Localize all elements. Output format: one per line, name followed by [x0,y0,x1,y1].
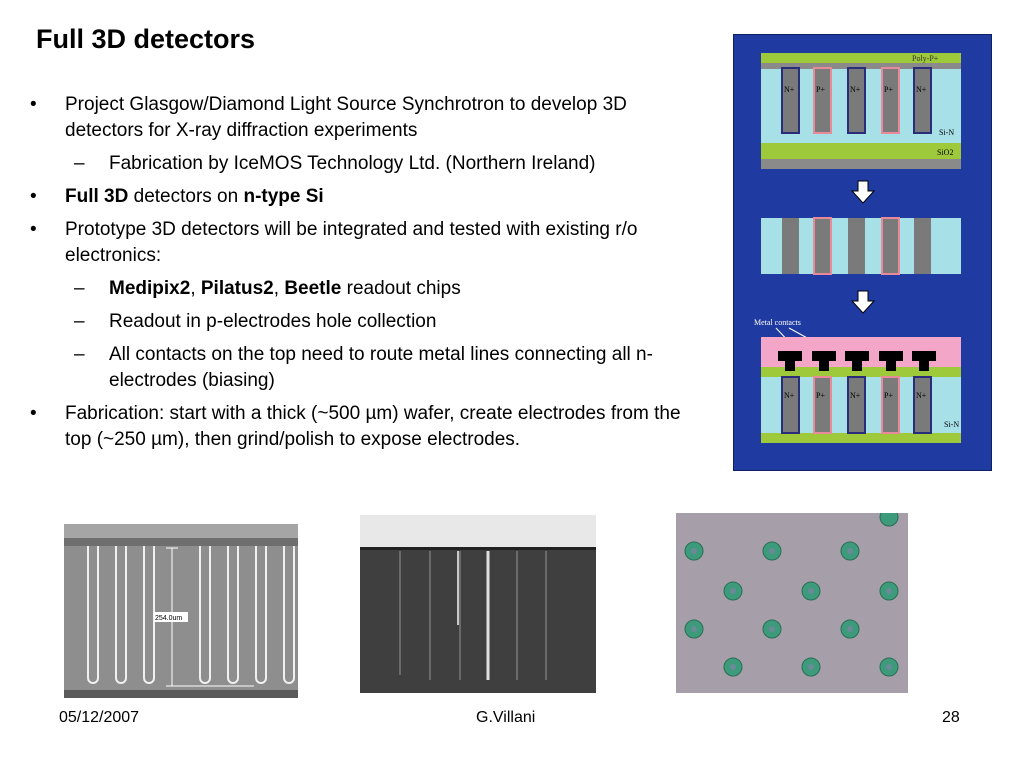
metal-contact [852,361,862,371]
metal-contact [919,361,929,371]
fabrication-diagram: Poly-P+ N+ P+ N+ P+ N+ Si-N SiO2 Metal c… [733,34,992,471]
footer-page-number: 28 [942,709,960,726]
metal-contact [812,351,836,361]
electrode-label: P+ [884,85,893,94]
dash-mark: – [74,153,85,174]
bullet-item: • Project Glasgow/Diamond Light Source S… [30,92,710,144]
sub-bullet-item: – Fabrication by IceMOS Technology Ltd. … [30,151,710,177]
separator: , [190,278,201,299]
bullet-text: Fabrication: start with a thick (~500 µm… [65,403,681,450]
bullet-mark: • [30,186,37,207]
metal-contact [819,361,829,371]
electrode-label: P+ [884,391,893,400]
sem-cross-section-photo: 254.0um [64,524,298,698]
n-electrode [847,376,866,434]
footer-date: 05/12/2007 [59,709,140,726]
stage1-poly-layer [761,53,961,63]
electrode-label: P+ [816,85,825,94]
sio2-label: SiO2 [937,148,953,157]
bullet-item: • Prototype 3D detectors will be integra… [30,217,710,269]
bullet-mark: • [30,94,37,115]
n-electrode [782,218,799,274]
n-electrode [847,67,866,134]
si-n-label: Si-N [939,128,954,137]
bullet-item: • Fabrication: start with a thick (~500 … [30,401,710,453]
footer-author: G.Villani [476,709,536,726]
slide-title: Full 3D detectors [36,24,256,54]
metal-contact [845,351,869,361]
electrode-label: N+ [850,391,861,400]
measure-label: 254.0um [155,615,182,622]
sub-bullet-item: – All contacts on the top need to route … [30,342,710,394]
p-electrode [813,217,832,275]
sub-bullet-text: readout chips [341,278,461,299]
stage3-base-layer [761,433,961,443]
bullet-list: • Project Glasgow/Diamond Light Source S… [30,92,710,460]
stage1-sio2-layer [761,143,961,159]
p-electrode [881,376,900,434]
n-electrode [913,376,932,434]
n-electrode [781,376,800,434]
bullet-text: Prototype 3D detectors will be integrate… [65,219,638,266]
p-electrode [813,376,832,434]
electrode-label: N+ [916,391,927,400]
chip-name: Beetle [284,278,342,299]
down-arrow-icon [850,290,876,314]
dash-mark: – [74,278,85,299]
bullet-bold-text: Full 3D [65,186,129,207]
separator: , [273,278,285,299]
electrode-label: N+ [784,85,795,94]
chip-name: Medipix2 [109,278,191,299]
electrode-label: N+ [916,85,927,94]
metal-contact [886,361,896,371]
bullet-item: • Full 3D detectors on n-type Si [30,184,710,210]
bullet-text: detectors on [128,186,244,207]
n-electrode [913,67,932,134]
p-electrode [881,217,900,275]
bullet-text: Project Glasgow/Diamond Light Source Syn… [65,94,627,141]
metal-contact [778,351,802,361]
p-electrode [881,67,900,134]
metal-contacts [778,351,936,371]
dash-mark: – [74,311,85,332]
poly-label: Poly-P+ [912,54,939,63]
sub-bullet-text: Fabrication by IceMOS Technology Ltd. (N… [109,153,596,174]
bullet-bold-text: n-type Si [243,186,324,207]
sub-bullet-item: – Readout in p-electrodes hole collectio… [30,309,710,335]
electrode-grid-photo [676,507,908,693]
fabrication-diagram-svg: Poly-P+ N+ P+ N+ P+ N+ Si-N SiO2 Metal c… [754,53,961,443]
trench-cross-section-photo [360,515,596,693]
n-electrode [848,218,865,274]
stage1-top-layer [761,63,961,69]
si-n-label: Si-N [944,420,959,429]
n-electrode [914,218,931,274]
stage3-poly-layer [761,367,961,377]
metal-contact [879,351,903,361]
sub-bullet-text: All contacts on the top need to route me… [109,344,653,391]
stage1-base-layer [761,159,961,169]
sub-bullet-text: Readout in p-electrodes hole collection [109,311,437,332]
sem-photo-svg: 254.0um [64,524,298,698]
electrode-label: N+ [784,391,795,400]
electrode-label: P+ [816,391,825,400]
grid-photo-svg [676,507,908,693]
bullet-mark: • [30,403,37,424]
chip-name: Pilatus2 [200,278,274,299]
metal-contact [912,351,936,361]
n-electrode [781,67,800,134]
metal-contact [785,361,795,371]
sub-bullet-item: – Medipix2, Pilatus2, Beetle readout chi… [30,276,710,302]
trench-photo-svg [360,515,596,693]
metal-contacts-label: Metal contacts [754,318,801,327]
bullet-mark: • [30,219,37,240]
down-arrow-icon [850,180,876,204]
electrode-label: N+ [850,85,861,94]
p-electrode [813,67,832,134]
dash-mark: – [74,344,85,365]
